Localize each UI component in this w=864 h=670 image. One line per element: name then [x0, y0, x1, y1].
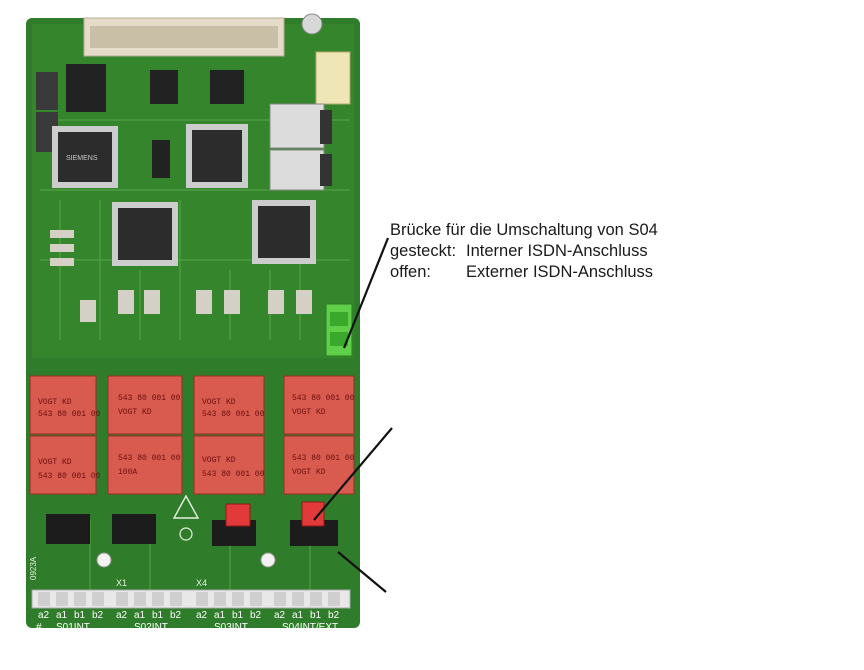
pin-label: b2: [92, 610, 104, 621]
relay: VOGT KD 543 80 001 00: [193, 375, 265, 435]
svg-text:VOGT KD: VOGT KD: [202, 398, 236, 407]
pin-label: a2: [196, 610, 208, 621]
annotation-value: Interner ISDN-Anschluss: [466, 242, 648, 260]
terminal-block: [31, 589, 351, 609]
chip-brand: SIEMENS: [66, 155, 98, 162]
relay: VOGT KD 543 80 001 00: [29, 435, 101, 495]
esd-warning-icon: [172, 494, 200, 541]
hash-mark: #: [36, 622, 42, 633]
pin-label: b1: [152, 610, 164, 621]
connector-x4-label: X4: [196, 578, 207, 588]
ic-chip: [210, 70, 244, 104]
svg-text:VOGT KD: VOGT KD: [38, 398, 72, 407]
relay: 543 80 001 00 VOGT KD: [107, 375, 183, 435]
ic-chip: [152, 140, 170, 178]
qfp-chip: [252, 200, 316, 264]
callout-line-terminal: [337, 551, 387, 593]
s04-jumper-connector: [325, 303, 353, 357]
mounting-hole: [260, 552, 276, 568]
pin-label: a2: [274, 610, 286, 621]
svg-text:543 80 001 00: 543 80 001 00: [202, 410, 265, 419]
red-jumper: [225, 503, 251, 527]
pin-label: a1: [292, 610, 304, 621]
svg-text:543 80 001 00: 543 80 001 00: [38, 410, 101, 419]
pin-label: b1: [74, 610, 86, 621]
board-id-label: 0923A: [29, 556, 38, 580]
pin-label: b1: [310, 610, 322, 621]
pin-label: a2: [116, 610, 128, 621]
port-label-s03: S03INT: [214, 622, 248, 633]
svg-text:543 80 001 00: 543 80 001 00: [38, 472, 101, 481]
callout-line-red-jumper: [313, 427, 393, 521]
connector-x1-label: X1: [116, 578, 127, 588]
qfp-chip: [186, 124, 248, 188]
annotation-value: Externer ISDN-Anschluss: [466, 263, 654, 281]
pin-label: a1: [134, 610, 146, 621]
relay: 543 80 001 00 VOGT KD: [283, 375, 355, 435]
svg-text:543 80 001 00: 543 80 001 00: [202, 470, 265, 479]
regulator: [269, 149, 325, 191]
svg-text:VOGT KD: VOGT KD: [118, 408, 152, 417]
pin-label: a2: [38, 610, 50, 621]
pin-header: [112, 514, 156, 544]
relay: VOGT KD 543 80 001 00: [29, 375, 101, 435]
relay: 543 80 001 00 VOGT KD: [283, 435, 355, 495]
annotation-label: gesteckt:: [390, 242, 457, 260]
annotation-label: offen:: [390, 263, 431, 281]
regulator: [269, 103, 325, 149]
pin-label: a1: [56, 610, 68, 621]
pin-header: [46, 514, 90, 544]
port-label-s02: S02INT: [134, 622, 168, 633]
relay: 543 80 001 00 100A: [107, 435, 183, 495]
mounting-hole: [96, 552, 112, 568]
s04-red-jumper: [301, 501, 325, 527]
pin-label: a1: [214, 610, 226, 621]
capacitor: [301, 13, 323, 35]
pin-label: b2: [328, 610, 340, 621]
svg-text:VOGT KD: VOGT KD: [202, 456, 236, 465]
qfp-chip: SIEMENS: [52, 126, 118, 188]
callout-line-jumper-connector: [342, 237, 390, 349]
relay: VOGT KD 543 80 001 00: [193, 435, 265, 495]
crystal: [315, 51, 351, 105]
regulator: [36, 72, 58, 110]
annotation-row-plugged: gesteckt: Interner ISDN-Anschluss: [390, 241, 658, 262]
pin-label: b1: [232, 610, 244, 621]
ic-chip: [150, 70, 178, 104]
svg-text:543 80 001 00: 543 80 001 00: [292, 454, 355, 463]
svg-text:543 80 001 00: 543 80 001 00: [118, 454, 181, 463]
svg-text:100A: 100A: [118, 468, 137, 477]
annotation-row-open: offen: Externer ISDN-Anschluss: [390, 262, 658, 283]
svg-text:VOGT KD: VOGT KD: [38, 458, 72, 467]
pin-label: b2: [250, 610, 262, 621]
port-label-s04: S04INT/EXT: [282, 622, 338, 633]
pin-label: b2: [170, 610, 182, 621]
qfp-chip: [112, 202, 178, 266]
ic-chip: [66, 64, 106, 112]
svg-text:VOGT KD: VOGT KD: [292, 468, 326, 477]
svg-text:543 80 001 00: 543 80 001 00: [118, 394, 181, 403]
svg-text:543 80 001 00: 543 80 001 00: [292, 394, 355, 403]
s04-switch-annotation: Brücke für die Umschaltung von S04 geste…: [390, 220, 658, 283]
port-label-s01: S01INT: [56, 622, 90, 633]
svg-text:VOGT KD: VOGT KD: [292, 408, 326, 417]
annotation-title: Brücke für die Umschaltung von S04: [390, 221, 658, 239]
